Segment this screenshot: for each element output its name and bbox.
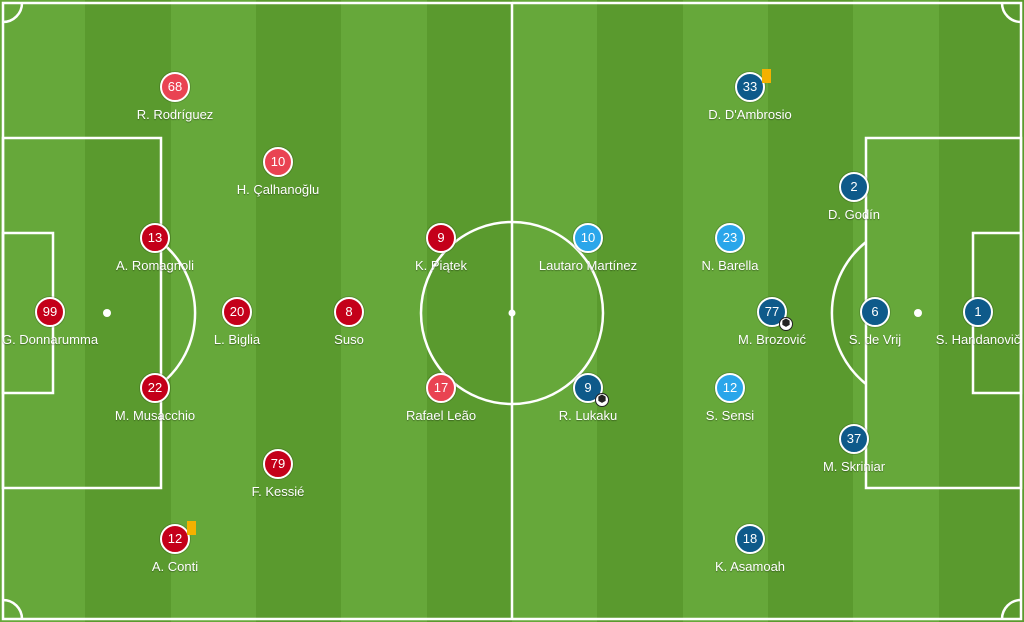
player-number-badge: 22: [140, 373, 170, 403]
player-marker[interactable]: 22 M. Musacchio: [90, 373, 220, 423]
player-number-badge: 2: [839, 172, 869, 202]
player-number-badge: 33: [735, 69, 771, 102]
player-number-badge: 13: [140, 223, 170, 253]
player-name: G. Donnarumma: [1, 332, 99, 347]
pitch-stripe: [597, 0, 684, 622]
player-number-badge: 8: [334, 297, 364, 327]
player-marker[interactable]: 68 R. Rodríguez: [110, 72, 240, 122]
pitch-stripe: [682, 0, 769, 622]
player-marker[interactable]: 9 K. Piątek: [376, 223, 506, 273]
player-number-badge: 23: [715, 223, 745, 253]
player-number-badge: 1: [963, 297, 993, 327]
player-name: K. Piątek: [414, 258, 468, 273]
center-circle: [419, 220, 605, 406]
player-number-badge: 12: [160, 521, 196, 554]
goal-ball-icon: ⬢: [595, 393, 609, 407]
player-name: K. Asamoah: [714, 559, 786, 574]
player-number-badge: 79: [263, 449, 293, 479]
yellow-card-icon: [762, 69, 771, 83]
corner-arc-top-left: [2, 2, 24, 24]
player-name: Suso: [334, 332, 364, 347]
player-number-badge: 18: [735, 524, 765, 554]
player-name: Lautaro Martínez: [538, 258, 638, 273]
pitch-stripe: [256, 0, 343, 622]
player-name: A. Conti: [151, 559, 199, 574]
player-number-badge: 9: [426, 223, 456, 253]
player-number-badge: 68: [160, 72, 190, 102]
pitch-stripe: [85, 0, 172, 622]
right-penalty-spot: [914, 309, 922, 317]
player-name: S. Handanovič: [935, 332, 1021, 347]
player-name: M. Brozović: [738, 332, 806, 347]
player-marker[interactable]: 18 K. Asamoah: [685, 524, 815, 574]
player-number-badge: 10: [263, 147, 293, 177]
player-marker[interactable]: 33 D. D'Ambrosio: [685, 69, 815, 122]
player-name: M. Musacchio: [114, 408, 196, 423]
player-name: A. Romagnoli: [115, 258, 195, 273]
player-name: R. Rodríguez: [136, 107, 214, 122]
player-name: Rafael Leão: [405, 408, 477, 423]
player-marker[interactable]: 77⬢M. Brozović: [707, 297, 837, 347]
player-number-badge: 6: [860, 297, 890, 327]
player-marker[interactable]: 2 D. Godín: [789, 172, 919, 222]
player-name: M. Skriniar: [822, 459, 886, 474]
player-marker[interactable]: 10 H. Çalhanoğlu: [213, 147, 343, 197]
player-marker[interactable]: 79 F. Kessié: [213, 449, 343, 499]
player-marker[interactable]: 1 S. Handanovič: [913, 297, 1024, 347]
pitch-stripe: [426, 0, 513, 622]
pitch-stripe: [512, 0, 599, 622]
player-marker[interactable]: 6 S. de Vrij: [810, 297, 940, 347]
player-name: S. Sensi: [705, 408, 755, 423]
left-penalty-arc: [160, 241, 197, 385]
player-marker[interactable]: 37 M. Skriniar: [789, 424, 919, 474]
player-number-badge: 99: [35, 297, 65, 327]
player-marker[interactable]: 23 N. Barella: [665, 223, 795, 273]
player-marker[interactable]: 20 L. Biglia: [172, 297, 302, 347]
corner-arc-top-right: [1000, 2, 1022, 24]
yellow-card-icon: [187, 521, 196, 535]
player-name: D. Godín: [827, 207, 881, 222]
right-penalty-arc: [830, 241, 867, 385]
goal-ball-icon: ⬢: [779, 317, 793, 331]
corner-arc-bottom-left: [2, 598, 24, 620]
player-name: S. de Vrij: [848, 332, 902, 347]
player-number-badge: 17: [426, 373, 456, 403]
corner-arc-bottom-right: [1000, 598, 1022, 620]
player-number-badge: 9⬢: [573, 373, 609, 407]
left-penalty-spot: [103, 309, 111, 317]
player-number-badge: 37: [839, 424, 869, 454]
player-marker[interactable]: 12 A. Conti: [110, 521, 240, 574]
player-number-badge: 10: [573, 223, 603, 253]
player-name: H. Çalhanoğlu: [236, 182, 320, 197]
player-marker[interactable]: 9⬢R. Lukaku: [523, 373, 653, 423]
player-name: L. Biglia: [213, 332, 261, 347]
player-marker[interactable]: 99 G. Donnarumma: [0, 297, 115, 347]
player-name: N. Barella: [701, 258, 759, 273]
player-name: D. D'Ambrosio: [708, 107, 792, 122]
player-name: R. Lukaku: [558, 408, 618, 423]
player-number-badge: 20: [222, 297, 252, 327]
player-name: F. Kessié: [251, 484, 305, 499]
player-marker[interactable]: 13 A. Romagnoli: [90, 223, 220, 273]
player-marker[interactable]: 12 S. Sensi: [665, 373, 795, 423]
center-spot: [508, 309, 516, 317]
player-number-badge: 12: [715, 373, 745, 403]
player-number-badge: 77⬢: [757, 297, 793, 331]
